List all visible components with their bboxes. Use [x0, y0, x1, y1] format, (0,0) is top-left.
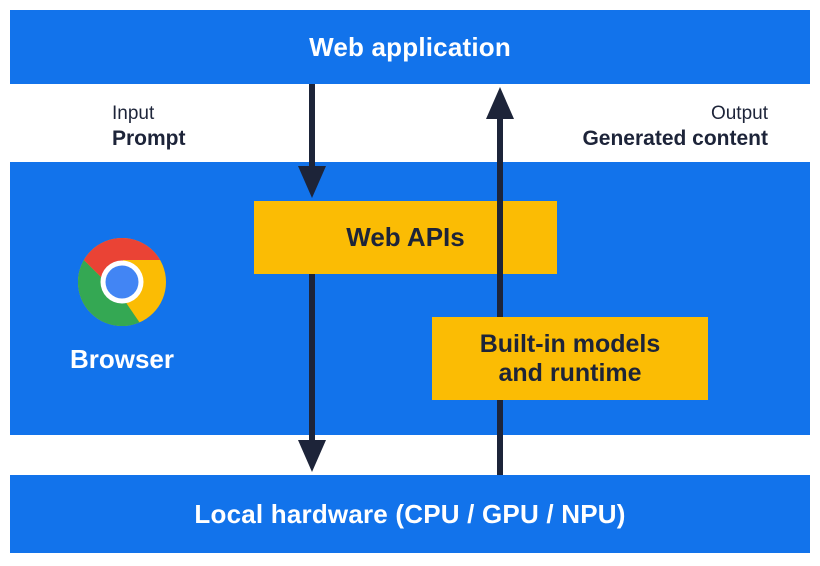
web-application-label: Web application	[309, 31, 511, 62]
output-arrow-head	[486, 87, 514, 119]
input-arrow-head-upper	[298, 166, 326, 198]
builtin-models-box: Built-in models and runtime	[432, 317, 708, 400]
output-title: Output	[710, 103, 768, 124]
output-arrow-shaft	[497, 117, 503, 475]
input-title: Input	[112, 103, 155, 124]
chrome-logo-icon	[78, 238, 166, 326]
web-apis-box: Web APIs	[254, 201, 557, 274]
input-arrow-shaft-lower	[309, 270, 315, 440]
output-value: Generated content	[582, 127, 768, 150]
web-apis-label: Web APIs	[346, 222, 465, 252]
input-value: Prompt	[112, 127, 186, 150]
builtin-models-label-line2: and runtime	[498, 358, 642, 387]
input-arrow-head-lower	[298, 440, 326, 472]
web-application-bar: Web application	[10, 10, 810, 84]
local-hardware-label: Local hardware (CPU / GPU / NPU)	[194, 498, 626, 529]
input-arrow-shaft-upper	[309, 84, 315, 168]
builtin-models-label-line1: Built-in models	[479, 329, 661, 358]
browser-label: Browser	[69, 344, 175, 374]
local-hardware-bar: Local hardware (CPU / GPU / NPU)	[10, 475, 810, 553]
